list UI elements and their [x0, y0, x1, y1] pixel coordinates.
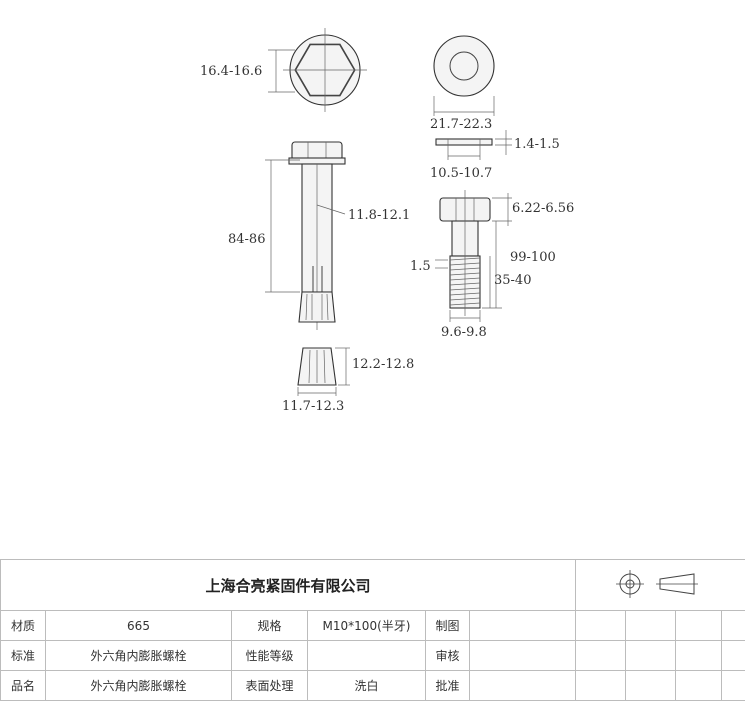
label-material: 材质 — [0, 610, 46, 641]
dim-bolt-length: 99-100 — [510, 250, 556, 265]
label-grade: 性能等级 — [231, 640, 308, 671]
label-standard: 标准 — [0, 640, 46, 671]
dim-sleeve-diameter: 11.8-12.1 — [348, 208, 410, 223]
value-standard: 外六角内膨胀螺栓 — [45, 640, 232, 671]
dim-sleeve-length: 84-86 — [228, 232, 265, 247]
first-angle-projection-icon — [615, 569, 698, 598]
value-grade — [307, 640, 426, 671]
value-material: 665 — [45, 610, 232, 641]
title-row: 材质 665 规格 M10*100(半牙) 制图 — [0, 610, 745, 641]
dim-washer-thickness: 1.4-1.5 — [514, 137, 560, 152]
label-drawn: 制图 — [425, 610, 470, 641]
washer-side-view — [435, 130, 512, 160]
hex-bolt-side-view — [435, 190, 512, 322]
label-approved: 批准 — [425, 670, 470, 701]
expansion-cone — [297, 347, 350, 396]
projection-symbol — [575, 559, 745, 611]
company-name: 上海合亮紧固件有限公司 — [0, 559, 577, 611]
label-checked: 审核 — [425, 640, 470, 671]
dim-washer-inner: 10.5-10.7 — [430, 166, 492, 181]
dim-cone-diameter: 11.7-12.3 — [282, 399, 344, 414]
dim-washer-outer: 21.7-22.3 — [430, 117, 492, 132]
sleeve-bolt-side-view — [265, 141, 346, 330]
label-spec: 规格 — [231, 610, 308, 641]
value-product: 外六角内膨胀螺栓 — [45, 670, 232, 701]
technical-drawing: 16.4-16.6 21.7-22.3 1.4-1.5 10.5-10.7 — [200, 28, 574, 414]
label-product: 品名 — [0, 670, 46, 701]
dim-thread-diameter: 9.6-9.8 — [441, 325, 487, 340]
dim-hex-across-flats: 16.4-16.6 — [200, 64, 262, 79]
hex-nut-top-view — [268, 28, 367, 112]
label-surface: 表面处理 — [231, 670, 308, 701]
dim-head-height: 6.22-6.56 — [512, 201, 574, 216]
washer-top-view — [433, 35, 495, 116]
title-row: 标准 外六角内膨胀螺栓 性能等级 审核 — [0, 640, 745, 671]
value-surface: 洗白 — [307, 670, 426, 701]
dim-cone-height: 12.2-12.8 — [352, 357, 414, 372]
dim-thread-pitch: 1.5 — [410, 259, 431, 274]
dim-thread-length: 35-40 — [494, 273, 531, 288]
title-block: 上海合亮紧固件有限公司 材质 665 规格 M10*100(半牙) 制图 标准 … — [0, 559, 745, 701]
value-spec: M10*100(半牙) — [307, 610, 426, 641]
title-row: 品名 外六角内膨胀螺栓 表面处理 洗白 批准 — [0, 670, 745, 701]
